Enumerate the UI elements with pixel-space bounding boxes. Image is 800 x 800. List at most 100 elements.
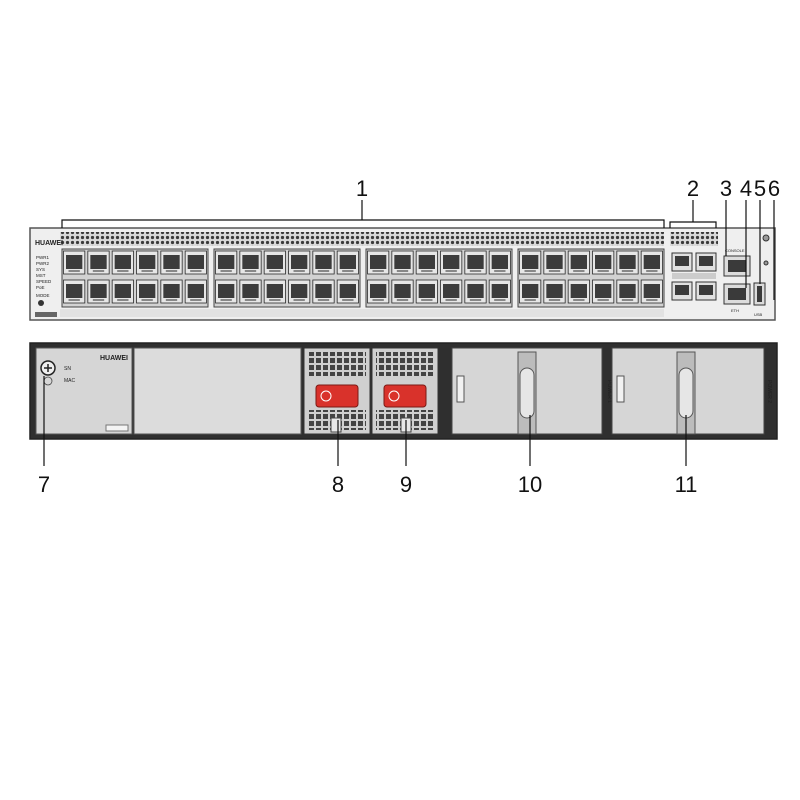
sfp-port-latch	[190, 299, 202, 301]
port-block	[61, 248, 209, 308]
sfp-port-opening	[218, 284, 235, 298]
sfp-port-opening	[619, 255, 636, 269]
sfp-port-latch	[524, 270, 536, 272]
sfp-port-opening	[370, 284, 387, 298]
uplink-port-opening	[675, 256, 689, 266]
fan-vent	[376, 352, 434, 376]
indicator-pwr1-label: PWR1	[36, 255, 49, 260]
usb-port-opening	[757, 286, 762, 302]
sfp-port-latch	[494, 299, 506, 301]
power-latch[interactable]	[616, 375, 625, 403]
callout-1-bracket	[61, 219, 665, 228]
sfp-port-opening	[291, 284, 308, 298]
sfp-port-latch	[92, 299, 105, 301]
sfp-port-latch	[317, 299, 330, 301]
sfp-port-opening	[522, 255, 539, 269]
sfp-port-opening	[546, 255, 563, 269]
sfp-port-latch	[548, 270, 561, 272]
mac-label: MAC	[64, 378, 76, 384]
uplink-led-strip	[672, 273, 716, 279]
sfp-port-latch	[92, 270, 105, 272]
port-block	[365, 248, 513, 308]
uplink-port-opening	[699, 256, 713, 266]
sfp-port-latch	[68, 270, 80, 272]
sfp-port-opening	[570, 255, 587, 269]
power-module-1[interactable]: POWER 1	[451, 347, 612, 435]
sfp-port-latch	[469, 299, 482, 301]
sfp-port-opening	[546, 284, 563, 298]
fan-vent	[308, 352, 366, 376]
callout-11: 11	[675, 472, 698, 497]
uplink-ports	[671, 252, 717, 301]
sfp-port-latch	[445, 299, 457, 301]
downlink-port-area	[61, 248, 665, 308]
eth-label: ETH	[731, 308, 739, 313]
power-latch[interactable]	[456, 375, 465, 403]
fan-handle[interactable]	[383, 384, 427, 408]
sfp-port-opening	[522, 284, 539, 298]
fan-module-1[interactable]	[303, 347, 371, 435]
sfp-port-latch	[646, 270, 658, 272]
sfp-port-opening	[467, 255, 484, 269]
rear-panel: HUAWEI SN MAC	[29, 342, 778, 440]
sfp-port-latch	[220, 299, 232, 301]
sfp-port-opening	[266, 255, 283, 269]
indicator-poe-label: PoE	[36, 285, 45, 290]
sn-label: SN	[64, 366, 71, 372]
sfp-port-latch	[220, 270, 232, 272]
callouts	[43, 200, 775, 466]
mode-button[interactable]	[38, 300, 44, 306]
sfp-port-latch	[317, 270, 330, 272]
callout-6: 6	[768, 176, 780, 201]
blank-cover	[133, 347, 302, 435]
sfp-port-opening	[643, 284, 660, 298]
power1-label: POWER 1	[606, 380, 612, 403]
fan-module-2[interactable]	[371, 347, 439, 435]
sfp-port-opening	[266, 284, 283, 298]
callout-2: 2	[687, 176, 699, 201]
fan-warning-icon	[320, 390, 332, 402]
front-panel: HUAWEI PWR1 PWR2 SYS MST SPEED PoE MODE	[29, 227, 776, 321]
sfp-port-opening	[418, 284, 435, 298]
sfp-port-latch	[469, 270, 482, 272]
callout-4: 4	[740, 176, 752, 201]
power2-label: POWER 2	[766, 380, 772, 403]
sfp-port-opening	[163, 255, 180, 269]
sfp-port-latch	[494, 270, 506, 272]
sfp-port-latch	[293, 270, 305, 272]
sfp-port-opening	[491, 255, 508, 269]
port-block	[517, 248, 665, 308]
front-screw	[763, 260, 769, 266]
callout-3: 3	[720, 176, 732, 201]
fan-handle[interactable]	[315, 384, 359, 408]
sfp-port-latch	[190, 270, 202, 272]
sfp-port-opening	[291, 255, 308, 269]
sfp-port-latch	[621, 299, 634, 301]
sfp-port-opening	[394, 284, 411, 298]
sfp-port-latch	[342, 270, 354, 272]
sfp-port-opening	[339, 284, 356, 298]
sfp-port-opening	[114, 284, 131, 298]
sfp-port-opening	[370, 255, 387, 269]
port-number-strip	[60, 309, 664, 317]
power-handle-grip	[678, 367, 694, 419]
usb-label: USB	[754, 312, 763, 317]
sfp-port-latch	[372, 270, 384, 272]
power-module-2[interactable]: POWER 2	[611, 347, 772, 435]
sfp-port-latch	[269, 270, 281, 272]
sfp-port-opening	[315, 284, 332, 298]
sfp-port-latch	[117, 299, 129, 301]
sfp-port-latch	[293, 299, 305, 301]
sfp-port-opening	[595, 255, 612, 269]
console-label: CONSOLE	[725, 248, 745, 253]
sfp-port-opening	[595, 284, 612, 298]
sfp-port-latch	[573, 270, 585, 272]
indicator-mode-label: MODE	[36, 293, 50, 298]
sfp-port-latch	[269, 299, 281, 301]
sfp-port-opening	[242, 255, 259, 269]
sfp-port-latch	[396, 270, 409, 272]
sfp-port-latch	[597, 270, 609, 272]
sfp-port-opening	[163, 284, 180, 298]
sfp-port-opening	[114, 255, 131, 269]
